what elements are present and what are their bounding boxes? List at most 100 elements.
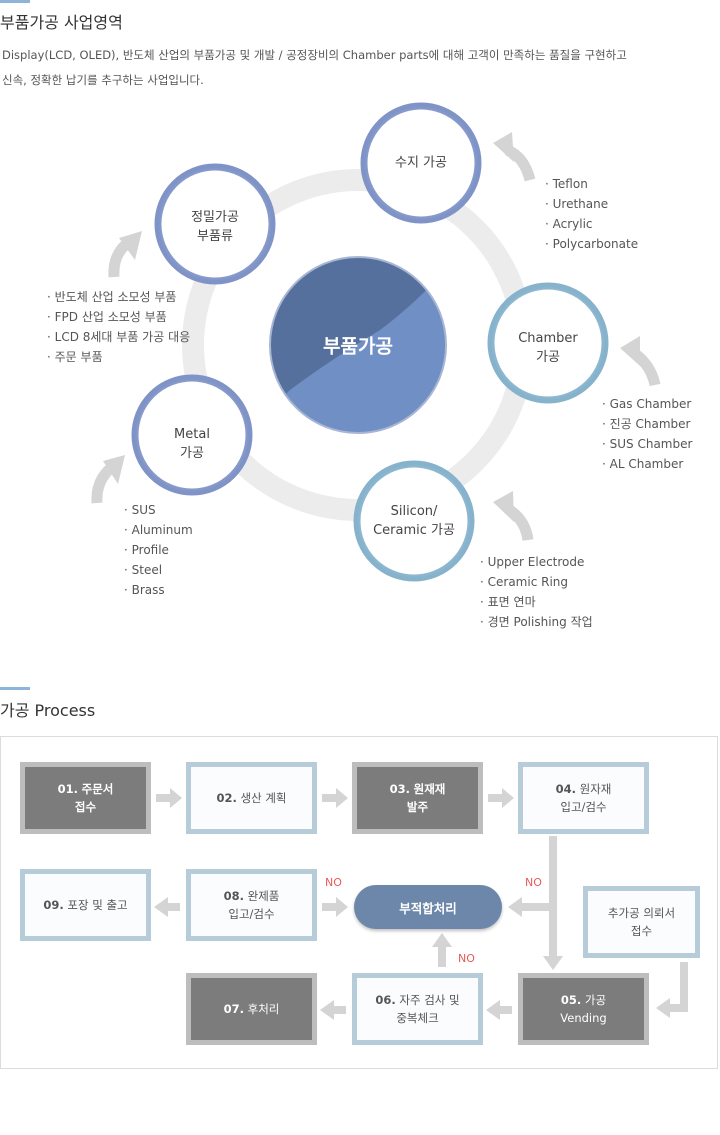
step-05-line-2: Vending bbox=[560, 1011, 607, 1025]
list-item: · 주문 부품 bbox=[47, 350, 103, 364]
step-07-inner: 07. 후처리 bbox=[191, 978, 312, 1040]
step-03-num: 03. bbox=[389, 782, 410, 796]
list-item: · Upper Electrode bbox=[480, 555, 585, 569]
step-05: 05. 가공 Vending bbox=[518, 973, 649, 1045]
nonconformity-process: 부적합처리 bbox=[354, 885, 502, 929]
step-06-num: 06. bbox=[375, 993, 396, 1007]
list-item: · 진공 Chamber bbox=[602, 417, 691, 431]
step-08-num: 08. bbox=[223, 889, 244, 903]
step-04-num: 04. bbox=[555, 782, 576, 796]
node-label-chamber: Chamber 가공 bbox=[518, 329, 578, 367]
node-label-resin: 수지 가공 bbox=[395, 154, 447, 173]
node-metal-line-2: 가공 bbox=[180, 446, 204, 461]
section2-title: 가공 Process bbox=[0, 701, 96, 720]
node-chamber-line-2: 가공 bbox=[536, 350, 560, 365]
extra-line-2: 접수 bbox=[630, 924, 653, 938]
list-item: · Aluminum bbox=[124, 523, 193, 537]
list-item: · 경면 Polishing 작업 bbox=[480, 615, 593, 629]
list-precision: · 반도체 산업 소모성 부품 · FPD 산업 소모성 부품 · LCD 8세… bbox=[47, 287, 190, 367]
list-resin: · Teflon · Urethane · Acrylic · Polycarb… bbox=[545, 174, 638, 254]
node-silicon-line-1: Silicon/ bbox=[390, 504, 438, 519]
list-item: · Steel bbox=[124, 563, 163, 577]
node-label-silicon: Silicon/ Ceramic 가공 bbox=[373, 502, 455, 540]
step-03-inner: 03. 원재재 발주 bbox=[357, 767, 478, 829]
step-04-title: 원자재 bbox=[579, 782, 612, 796]
list-silicon: · Upper Electrode · Ceramic Ring · 표면 연마… bbox=[480, 552, 593, 632]
node-ring-chamber bbox=[487, 282, 609, 404]
node-ring-resin bbox=[360, 102, 482, 224]
step-01-line-2: 접수 bbox=[74, 800, 97, 814]
step-09-inner: 09. 포장 및 출고 bbox=[25, 874, 146, 936]
step-06-title: 자주 검사 및 bbox=[399, 993, 460, 1007]
list-item: · SUS bbox=[124, 503, 156, 517]
list-item: · 표면 연마 bbox=[480, 595, 536, 609]
list-item: · SUS Chamber bbox=[602, 437, 693, 451]
list-item: · LCD 8세대 부품 가공 대응 bbox=[47, 330, 191, 344]
list-item: · Gas Chamber bbox=[602, 397, 692, 411]
step-05-num: 05. bbox=[560, 993, 582, 1007]
step-06: 06. 자주 검사 및 중복체크 bbox=[352, 973, 483, 1045]
center-circle bbox=[270, 257, 446, 433]
section1-accent-bar bbox=[0, 0, 30, 3]
arrow-to-precision bbox=[108, 238, 132, 278]
step-09-num: 09. bbox=[43, 898, 64, 912]
section1-title: 부품가공 사업영역 bbox=[0, 13, 123, 32]
node-ring-metal bbox=[131, 374, 253, 496]
list-item: · Ceramic Ring bbox=[480, 575, 569, 589]
step-08-inner: 08. 완제품 입고/검수 bbox=[191, 874, 312, 936]
step-04: 04. 원자재 입고/검수 bbox=[518, 762, 649, 834]
no-label-from-06: NO bbox=[458, 952, 475, 965]
extra-processing-request: 추가공 의뢰서 접수 bbox=[583, 886, 700, 958]
step-09-line-1: 09. 포장 및 출고 bbox=[43, 896, 127, 914]
intro-line-2: 신속, 정확한 납기를 추구하는 사업입니다. bbox=[2, 73, 204, 87]
node-resin-line-1: 수지 가공 bbox=[395, 155, 447, 171]
step-08-line-1: 08. 완제품 bbox=[224, 887, 280, 905]
node-ring-precision bbox=[154, 163, 276, 285]
extra-line-1: 추가공 의뢰서 bbox=[607, 906, 676, 920]
step-06-inner: 06. 자주 검사 및 중복체크 bbox=[357, 978, 478, 1040]
node-precision-line-2: 부품류 bbox=[197, 229, 233, 244]
list-item: · Urethane bbox=[545, 197, 609, 211]
extra-processing-inner: 추가공 의뢰서 접수 bbox=[588, 891, 695, 953]
step-01: 01. 주문서 접수 bbox=[20, 762, 151, 834]
step-04-line-2: 입고/검수 bbox=[560, 800, 607, 814]
step-01-inner: 01. 주문서 접수 bbox=[25, 767, 146, 829]
step-02-inner: 02. 생산 계획 bbox=[191, 767, 312, 829]
step-03: 03. 원재재 발주 bbox=[352, 762, 483, 834]
step-07: 07. 후처리 bbox=[186, 973, 317, 1045]
list-chamber: · Gas Chamber · 진공 Chamber · SUS Chamber… bbox=[602, 394, 692, 474]
cycle-diagram bbox=[91, 102, 661, 582]
arrow-to-metal bbox=[91, 462, 116, 504]
step-07-line-1: 07. 후처리 bbox=[224, 1000, 280, 1018]
step-02: 02. 생산 계획 bbox=[186, 762, 317, 834]
list-item: · 반도체 산업 소모성 부품 bbox=[47, 290, 177, 304]
step-02-num: 02. bbox=[216, 791, 237, 805]
step-09: 09. 포장 및 출고 bbox=[20, 869, 151, 941]
step-01-title: 주문서 bbox=[81, 782, 114, 796]
step-06-line-1: 06. 자주 검사 및 bbox=[375, 991, 459, 1009]
step-02-title: 생산 계획 bbox=[240, 791, 287, 805]
step-03-line-1: 03. 원재재 bbox=[390, 780, 446, 798]
node-silicon-line-2: Ceramic 가공 bbox=[373, 523, 455, 538]
section2-accent-bar bbox=[0, 687, 30, 690]
step-05-title: 가공 bbox=[584, 993, 607, 1007]
list-metal: · SUS · Aluminum · Profile · Steel · Bra… bbox=[124, 500, 193, 600]
step-02-line-1: 02. 생산 계획 bbox=[216, 789, 286, 807]
list-item: · Teflon bbox=[545, 177, 588, 191]
intro-line-1: Display(LCD, OLED), 반도체 산업의 부품가공 및 개발 / … bbox=[2, 48, 627, 62]
list-item: · Polycarbonate bbox=[545, 237, 639, 251]
step-01-line-1: 01. 주문서 bbox=[58, 780, 114, 798]
step-05-inner: 05. 가공 Vending bbox=[523, 978, 644, 1040]
step-05-line-1: 05. 가공 bbox=[561, 991, 606, 1009]
step-07-title: 후처리 bbox=[247, 1002, 280, 1016]
node-precision-line-1: 정밀가공 bbox=[191, 210, 239, 225]
node-ring-silicon bbox=[353, 460, 475, 582]
node-label-precision: 정밀가공 부품류 bbox=[191, 208, 239, 246]
list-item: · FPD 산업 소모성 부품 bbox=[47, 310, 167, 324]
step-09-title: 포장 및 출고 bbox=[67, 898, 128, 912]
step-01-num: 01. bbox=[57, 782, 78, 796]
list-item: · Brass bbox=[124, 583, 165, 597]
center-label: 부품가공 bbox=[323, 335, 393, 358]
step-08-title: 완제품 bbox=[247, 889, 280, 903]
step-03-title: 원재재 bbox=[413, 782, 446, 796]
